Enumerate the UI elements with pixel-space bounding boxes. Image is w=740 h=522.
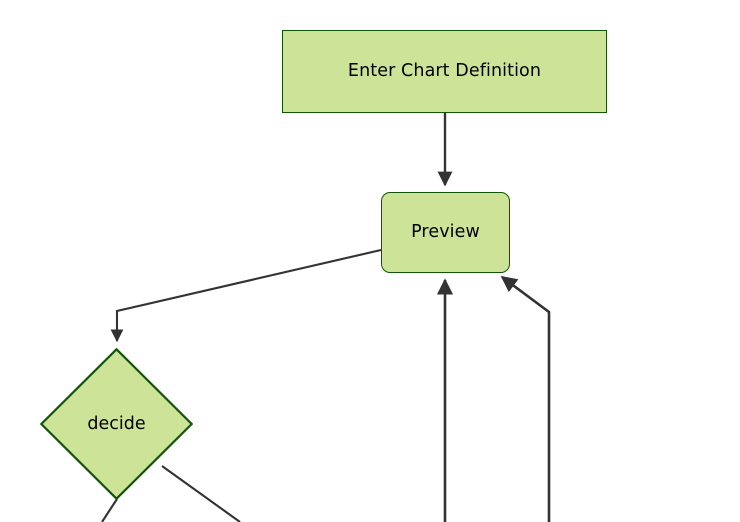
node-decide[interactable]: decide: [40, 348, 193, 500]
node-label-decide: decide: [87, 414, 146, 434]
node-enter-chart-definition[interactable]: Enter Chart Definition: [282, 30, 607, 113]
edge-bottom-right-to-preview: [500, 275, 551, 522]
node-label-preview: Preview: [411, 222, 480, 242]
node-preview[interactable]: Preview: [381, 192, 510, 273]
diamond-shape-icon: [40, 348, 193, 500]
node-label-enter-chart-definition: Enter Chart Definition: [347, 61, 542, 81]
edge-decide-bottom-left: [101, 498, 118, 522]
edge-preview-to-decide: [110, 248, 382, 343]
